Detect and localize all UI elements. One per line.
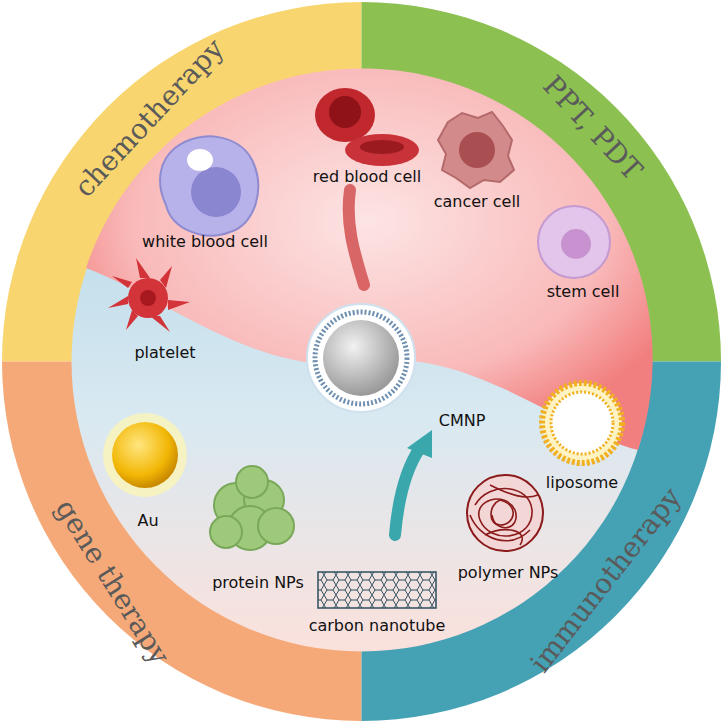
item-label: red blood cell — [313, 168, 421, 186]
item-label: cancer cell — [434, 193, 521, 211]
item-label: protein NPs — [212, 574, 304, 592]
item-label: CMNP — [439, 412, 486, 430]
item-label: platelet — [134, 344, 195, 362]
item-label: polymer NPs — [458, 564, 559, 582]
item-label: white blood cell — [142, 233, 268, 251]
item-label: carbon nanotube — [309, 617, 446, 635]
item-label: stem cell — [547, 283, 620, 301]
item-label: Au — [137, 512, 158, 530]
item-label: liposome — [546, 474, 618, 492]
